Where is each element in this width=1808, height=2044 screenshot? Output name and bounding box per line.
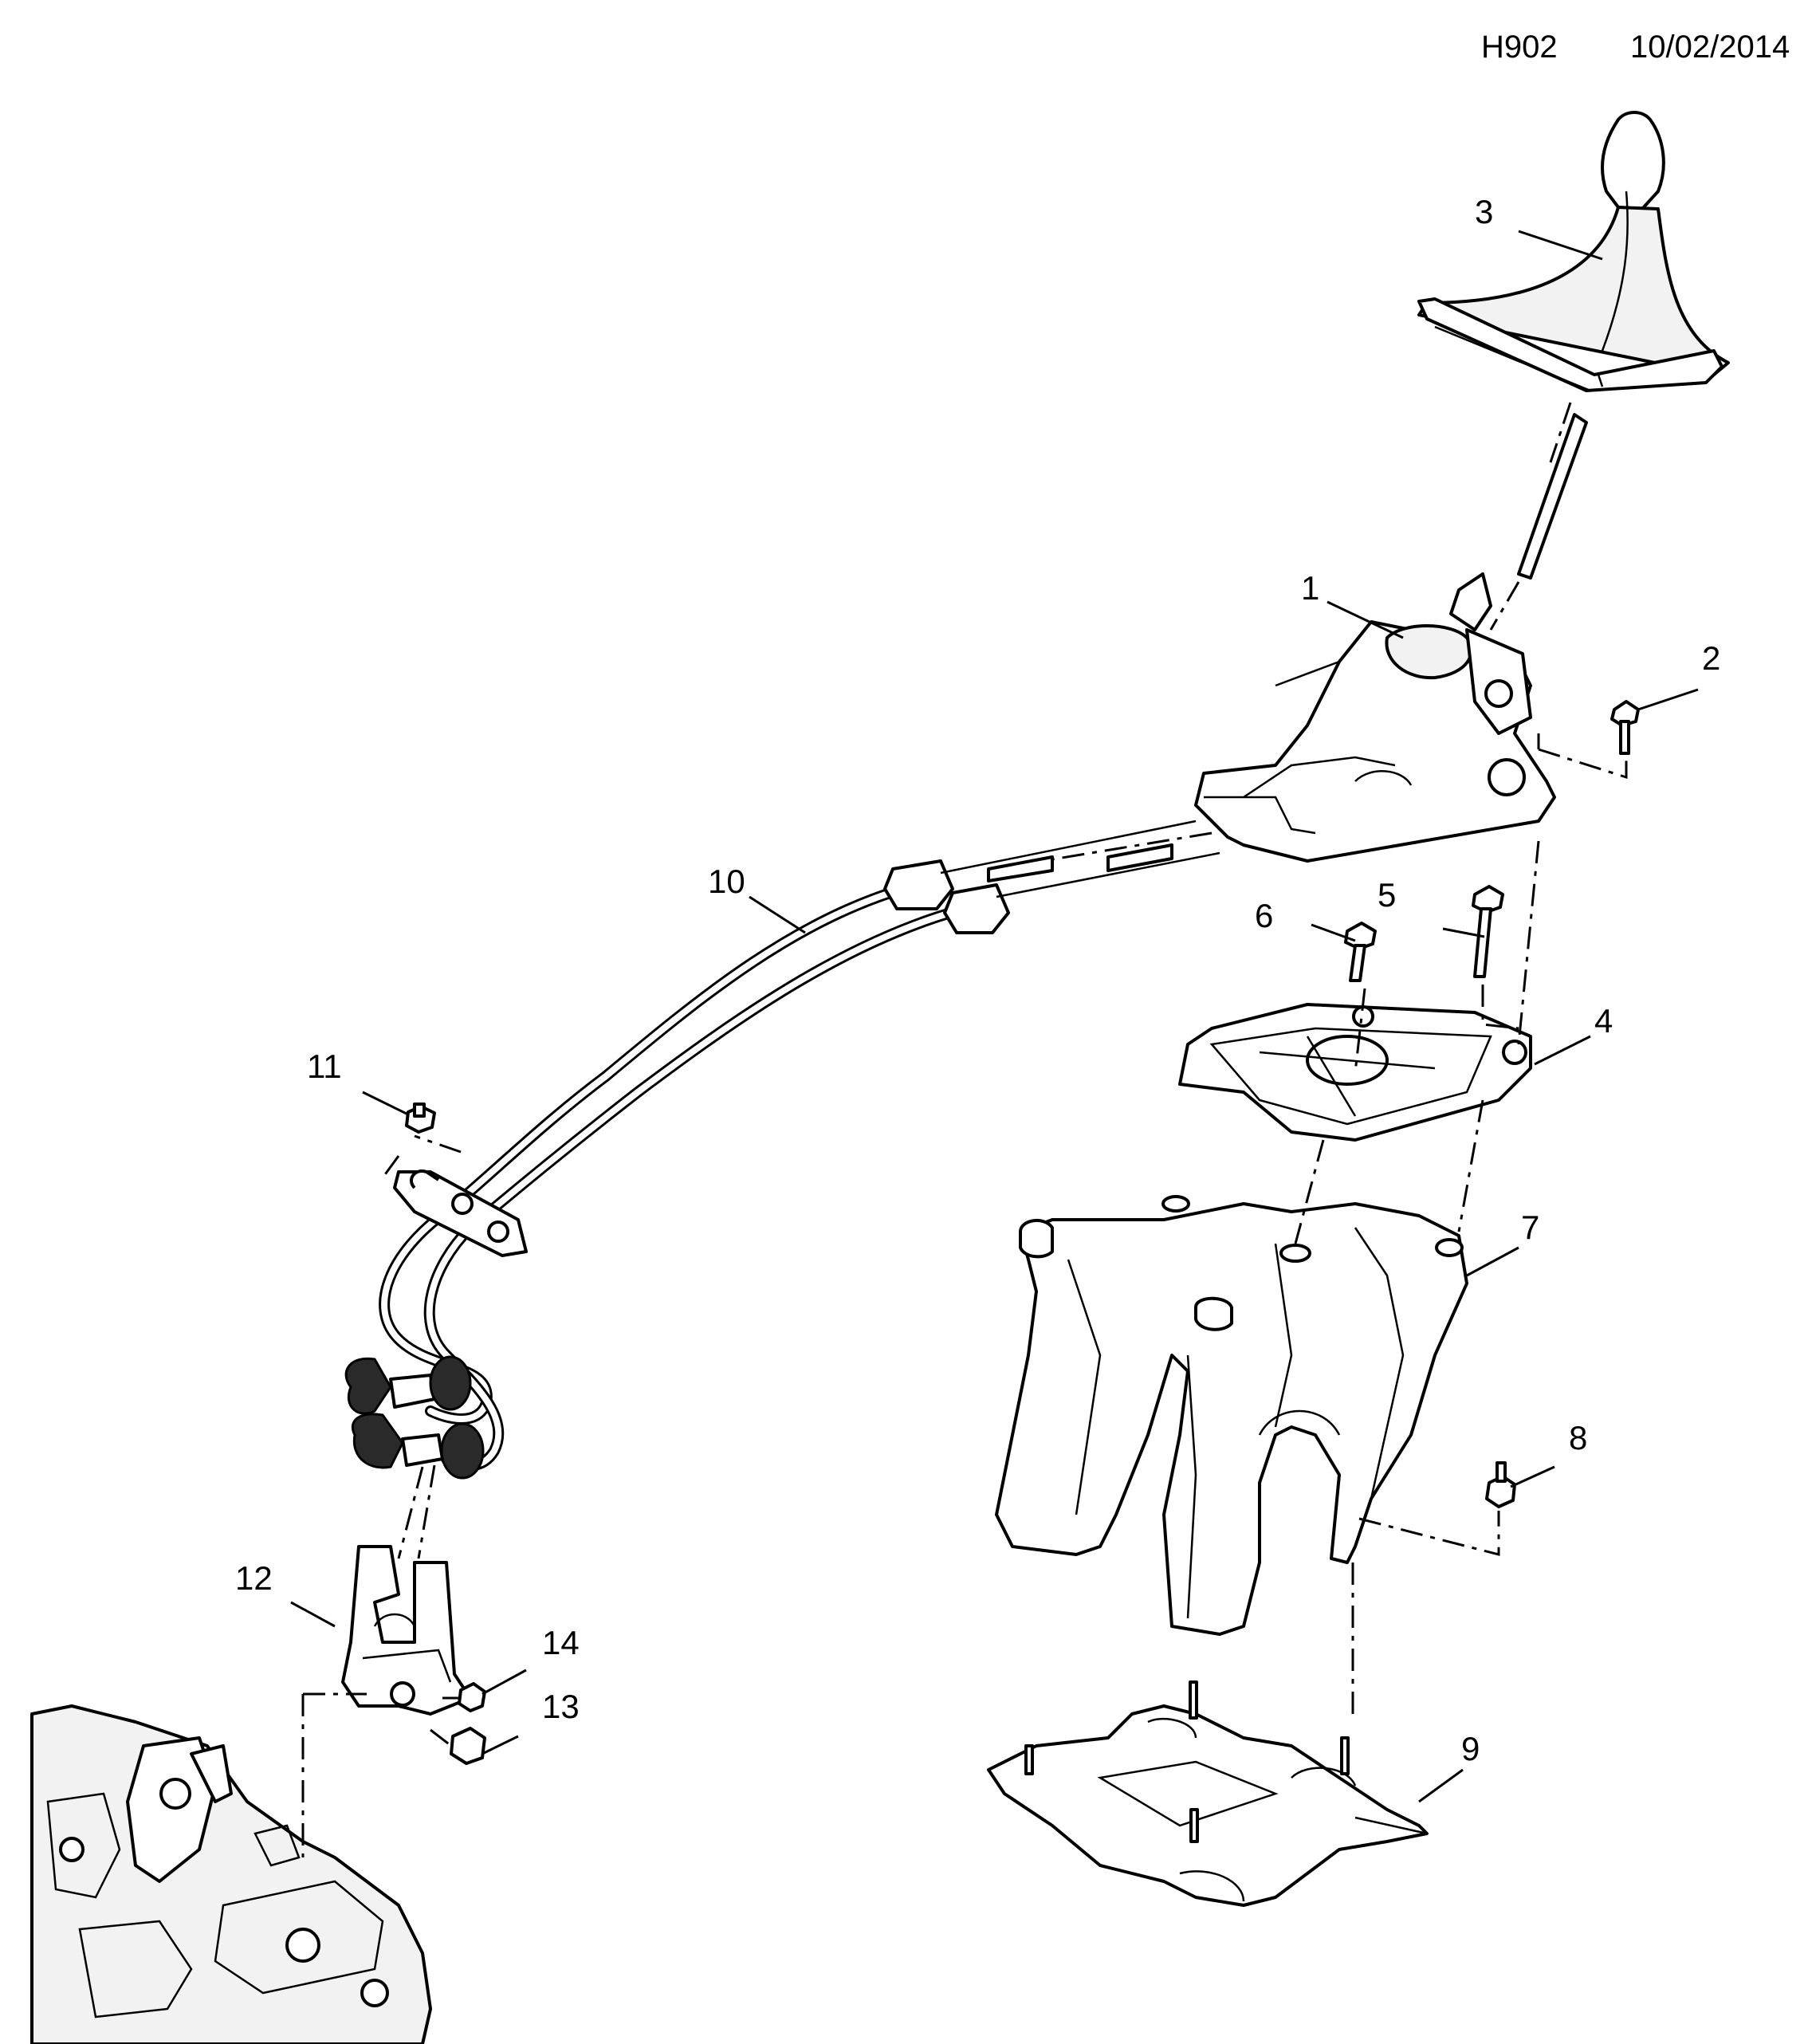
callout-4: 4	[1594, 1002, 1613, 1040]
callout-11: 11	[307, 1048, 342, 1085]
callout-1: 1	[1301, 569, 1319, 607]
callout-10: 10	[708, 863, 745, 900]
nut-8	[1485, 1461, 1516, 1508]
callout-5: 5	[1378, 876, 1396, 914]
callout-12: 12	[235, 1559, 273, 1597]
cable-bracket	[341, 1545, 472, 1716]
shifter-assembly	[1194, 413, 1588, 863]
callout-3: 3	[1475, 193, 1493, 230]
callout-8: 8	[1569, 1419, 1587, 1456]
support-bracket	[995, 1195, 1468, 1636]
leader-lines	[290, 230, 1699, 1803]
callout-9: 9	[1461, 1730, 1480, 1767]
callout-13: 13	[542, 1688, 580, 1725]
nut-13	[450, 1727, 486, 1765]
shift-cables	[344, 820, 1220, 1480]
nut-14	[458, 1682, 486, 1712]
assembly-lines	[301, 402, 1628, 1857]
bolt-5	[1472, 885, 1504, 978]
bolt-6	[1344, 922, 1377, 982]
diagram-code: H902	[1481, 29, 1558, 65]
callout-labels: 1 2 3 4 5 6 7 8 9 10 11 12 13 14	[235, 193, 1720, 1767]
diagram-date: 10/02/2014	[1630, 29, 1790, 65]
nut-11	[405, 1103, 436, 1134]
bolt-2	[1610, 700, 1640, 755]
mounting-plate	[1178, 1003, 1532, 1142]
callout-7: 7	[1521, 1209, 1539, 1246]
callout-14: 14	[542, 1624, 580, 1661]
shift-knob-boot	[1417, 111, 1730, 392]
floor-plate	[987, 1680, 1429, 1907]
callout-2: 2	[1702, 639, 1720, 677]
callout-6: 6	[1255, 897, 1273, 934]
transmission-housing	[30, 1704, 432, 2044]
